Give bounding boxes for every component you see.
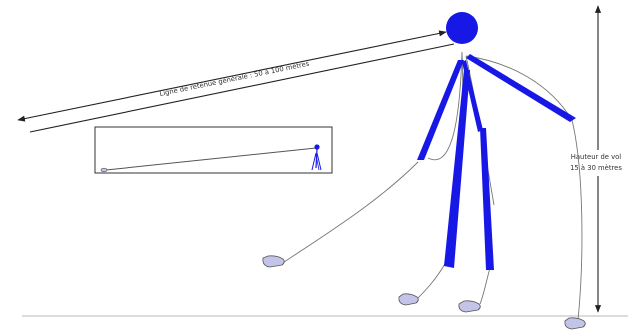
kite-lines <box>417 54 576 270</box>
inset-balloon-icon <box>314 144 319 149</box>
inset-anchor-icon <box>101 168 107 172</box>
tether-3-lower <box>480 268 490 304</box>
kite-line-4 <box>466 54 576 122</box>
anchor-icon-3 <box>459 301 480 312</box>
retention-line-lower <box>30 44 454 132</box>
tether-lines <box>284 52 582 320</box>
tether-1-lower <box>284 162 418 262</box>
height-label-line2: 15 à 30 mètres <box>570 164 622 172</box>
kite-line-3 <box>480 128 494 270</box>
anchor-icon-2 <box>399 294 418 305</box>
inset-overview <box>95 127 332 173</box>
anchors <box>263 256 585 329</box>
balloon-icon <box>446 12 478 44</box>
anchor-icon-4 <box>565 318 585 329</box>
tether-2-lower <box>416 262 446 300</box>
anchor-icon-1 <box>263 256 284 267</box>
